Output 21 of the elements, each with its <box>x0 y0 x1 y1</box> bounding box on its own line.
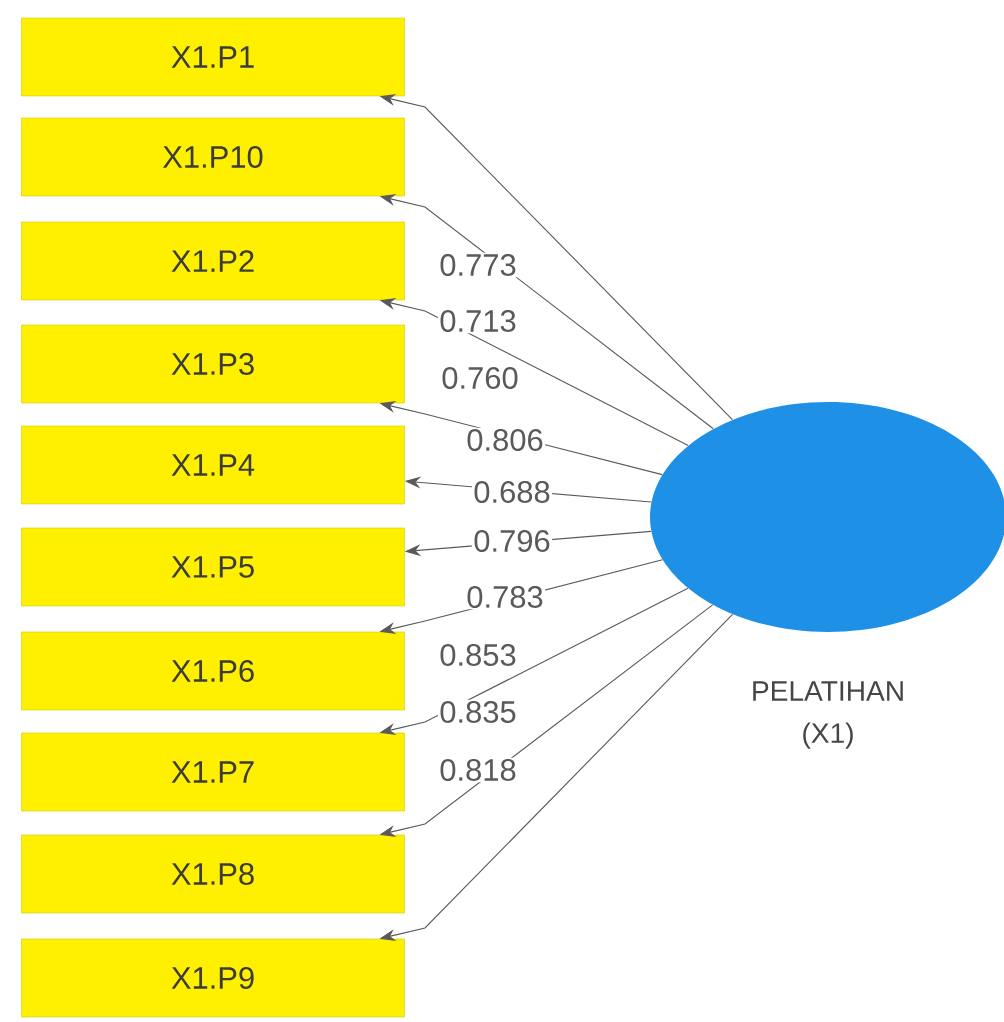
indicator-box: X1.P3 <box>21 324 405 404</box>
ellipse-label: PELATIHAN (X1) <box>753 681 903 749</box>
indicator-box: X1.P4 <box>21 425 405 505</box>
loading-label: 0.713 <box>437 308 519 334</box>
loading-label: 0.783 <box>464 584 546 610</box>
indicator-box: X1.P10 <box>21 117 405 197</box>
indicator-box: X1.P1 <box>21 17 405 97</box>
loading-label: 0.818 <box>437 757 519 783</box>
loading-label: 0.835 <box>437 699 519 725</box>
indicator-box: X1.P5 <box>21 527 405 607</box>
indicator-box: X1.P7 <box>21 732 405 812</box>
loading-label: 0.796 <box>471 528 553 554</box>
loading-label: 0.773 <box>437 252 519 278</box>
indicator-box: X1.P2 <box>21 221 405 301</box>
indicator-box: X1.P9 <box>21 938 405 1018</box>
loading-label: 0.853 <box>437 642 519 668</box>
indicator-box: X1.P6 <box>21 631 405 711</box>
loading-label: 0.760 <box>439 365 521 391</box>
indicator-box: X1.P8 <box>21 834 405 914</box>
loading-label: 0.688 <box>471 479 553 505</box>
loading-label: 0.806 <box>464 427 546 453</box>
